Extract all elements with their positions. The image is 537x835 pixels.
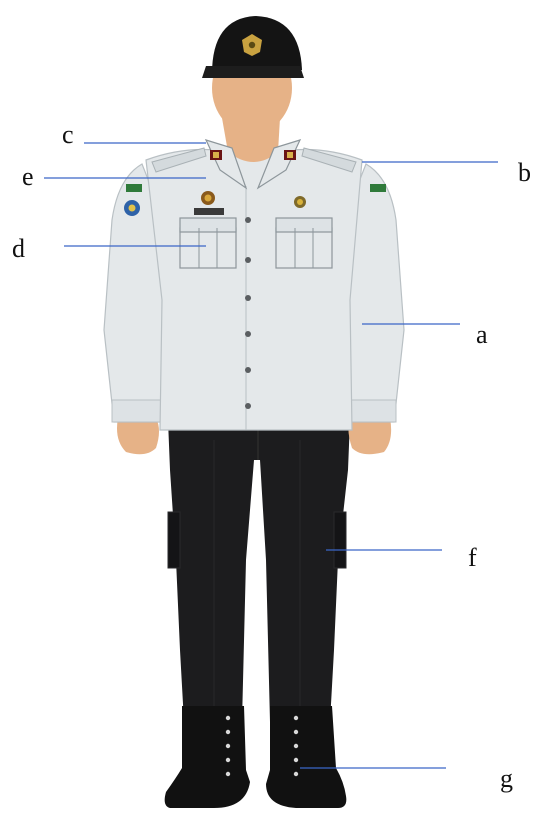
shirt [124,148,386,430]
callout-label-b: b [518,160,531,186]
name-tag-icon [194,208,224,215]
trousers [168,420,350,722]
callout-label-c: c [62,122,74,148]
callout-label-f: f [468,545,477,571]
head [202,16,304,134]
right-cargo-pocket [334,512,346,568]
callout-label-d: d [12,236,25,262]
right-chest-pocket [276,218,332,268]
callout-label-e: e [22,164,34,190]
left-cargo-pocket [168,512,180,568]
boots [165,706,347,808]
right-shoulder-patch-icon [370,184,386,192]
left-chest-pocket [180,218,236,268]
callout-label-g: g [500,766,513,792]
callout-label-a: a [476,322,488,348]
medal-icon [201,191,215,205]
right-medal-icon [294,196,306,208]
